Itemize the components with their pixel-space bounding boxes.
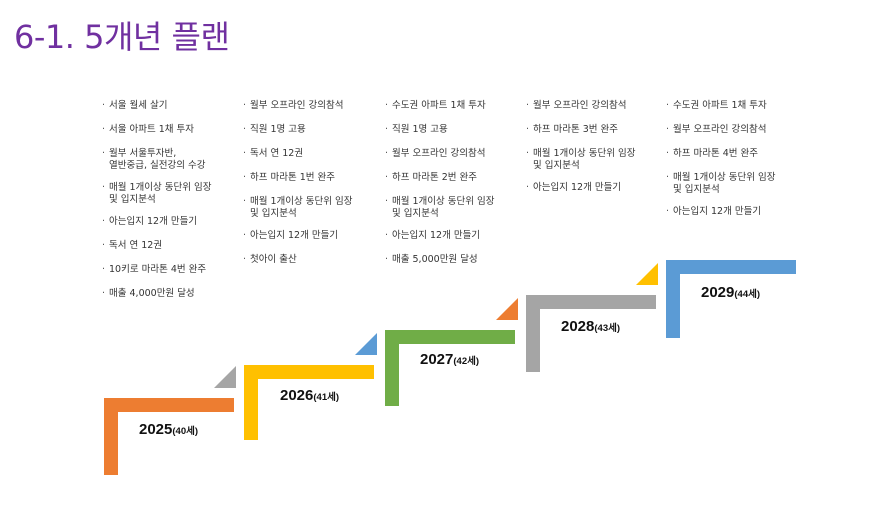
plan-item-line: 및 입지분석 [250, 208, 297, 219]
plan-item: 서울 아파트 1채 투자 [102, 124, 212, 136]
step-corner-triangle [636, 263, 658, 285]
plan-item-line: 매출 5,000만원 달성 [392, 254, 478, 265]
plan-item-line: 매출 4,000만원 달성 [109, 288, 195, 299]
plan-item-line: 서울 아파트 1채 투자 [109, 124, 195, 135]
plan-item-line: 아는입지 12개 만들기 [392, 230, 481, 241]
plan-item-line: 월부 오프라인 강의참석 [673, 124, 767, 135]
plan-item-line: 직원 1명 고용 [250, 124, 306, 135]
plan-item-line: 하프 마라톤 2번 완주 [392, 172, 478, 183]
plan-item: 하프 마라톤 1번 완주 [243, 172, 353, 184]
plan-item: 수도권 아파트 1채 투자 [666, 100, 776, 112]
plan-item: 하프 마라톤 3번 완주 [526, 124, 636, 136]
plan-item: 아는입지 12개 만들기 [385, 230, 495, 242]
plan-item: 월부 서울투자반,열반중급, 실전강의 수강 [102, 148, 212, 172]
plan-item-line: 하프 마라톤 4번 완주 [673, 148, 759, 159]
plan-item: 월부 오프라인 강의참석 [243, 100, 353, 112]
step-corner-triangle [355, 333, 377, 355]
stair-bar [104, 398, 234, 475]
plan-list-2025: 서울 월세 살기서울 아파트 1채 투자월부 서울투자반,열반중급, 실전강의 … [102, 100, 212, 312]
plan-item: 매월 1개이상 동단위 임장및 입지분석 [102, 182, 212, 206]
plan-item-line: 월부 오프라인 강의참석 [533, 100, 627, 111]
plan-item-line: 첫아이 출산 [250, 254, 297, 265]
plan-item-line: 매월 1개이상 동단위 임장 [109, 182, 212, 193]
plan-item: 아는입지 12개 만들기 [243, 230, 353, 242]
plan-item: 매월 1개이상 동단위 임장및 입지분석 [526, 148, 636, 172]
year-label-2029: 2029(44세) [701, 284, 761, 301]
year-label-2026: 2026(41세) [280, 387, 340, 404]
plan-list-2027: 수도권 아파트 1채 투자직원 1명 고용월부 오프라인 강의참석하프 마라톤 … [385, 100, 495, 278]
plan-list-2029: 수도권 아파트 1채 투자월부 오프라인 강의참석하프 마라톤 4번 완주매월 … [666, 100, 776, 230]
stair-bar [526, 295, 656, 372]
year-label-2025: 2025(40세) [139, 421, 199, 438]
stair-bar [385, 330, 515, 406]
plan-item: 아는입지 12개 만들기 [666, 206, 776, 218]
plan-item-line: 매월 1개이상 동단위 임장 [392, 196, 495, 207]
plan-item: 월부 오프라인 강의참석 [526, 100, 636, 112]
plan-item-line: 아는입지 12개 만들기 [109, 216, 198, 227]
plan-item-line: 직원 1명 고용 [392, 124, 448, 135]
plan-item: 직원 1명 고용 [385, 124, 495, 136]
plan-item: 하프 마라톤 2번 완주 [385, 172, 495, 184]
plan-item: 독서 연 12권 [243, 148, 353, 160]
plan-item-line: 매월 1개이상 동단위 임장 [673, 172, 776, 183]
plan-item-line: 월부 오프라인 강의참석 [392, 148, 486, 159]
page-title: 6-1. 5개년 플랜 [14, 18, 230, 56]
plan-item: 10키로 마라톤 4번 완주 [102, 264, 212, 276]
plan-item-line: 열반중급, 실전강의 수강 [109, 160, 206, 171]
plan-item-line: 하프 마라톤 1번 완주 [250, 172, 336, 183]
stair-step-2028 [526, 295, 656, 372]
plan-item-line: 아는입지 12개 만들기 [533, 182, 622, 193]
plan-item-line: 및 입지분석 [673, 184, 720, 195]
plan-item: 매출 5,000만원 달성 [385, 254, 495, 266]
plan-item: 서울 월세 살기 [102, 100, 212, 112]
plan-item-line: 수도권 아파트 1채 투자 [392, 100, 486, 111]
plan-list-2028: 월부 오프라인 강의참석하프 마라톤 3번 완주매월 1개이상 동단위 임장및 … [526, 100, 636, 206]
plan-list-2026: 월부 오프라인 강의참석직원 1명 고용독서 연 12권하프 마라톤 1번 완주… [243, 100, 353, 278]
year-label-2027: 2027(42세) [420, 351, 480, 368]
plan-item-line: 하프 마라톤 3번 완주 [533, 124, 619, 135]
plan-item: 매월 1개이상 동단위 임장및 입지분석 [243, 196, 353, 220]
plan-item: 매출 4,000만원 달성 [102, 288, 212, 300]
stair-step-2029 [666, 260, 796, 338]
plan-item-line: 10키로 마라톤 4번 완주 [109, 264, 207, 275]
plan-item: 하프 마라톤 4번 완주 [666, 148, 776, 160]
plan-item: 아는입지 12개 만들기 [102, 216, 212, 228]
plan-item: 수도권 아파트 1채 투자 [385, 100, 495, 112]
plan-item-line: 독서 연 12권 [109, 240, 163, 251]
plan-item: 매월 1개이상 동단위 임장및 입지분석 [385, 196, 495, 220]
plan-item-line: 및 입지분석 [392, 208, 439, 219]
step-corner-triangle [496, 298, 518, 320]
plan-item-line: 수도권 아파트 1채 투자 [673, 100, 767, 111]
plan-item: 첫아이 출산 [243, 254, 353, 266]
plan-item-line: 아는입지 12개 만들기 [673, 206, 762, 217]
plan-item-line: 매월 1개이상 동단위 임장 [533, 148, 636, 159]
plan-item: 월부 오프라인 강의참석 [666, 124, 776, 136]
stair-bar [666, 260, 796, 338]
plan-item: 매월 1개이상 동단위 임장및 입지분석 [666, 172, 776, 196]
plan-item: 독서 연 12권 [102, 240, 212, 252]
plan-item: 월부 오프라인 강의참석 [385, 148, 495, 160]
plan-item-line: 및 입지분석 [533, 160, 580, 171]
plan-item-line: 매월 1개이상 동단위 임장 [250, 196, 353, 207]
stair-step-2027 [385, 330, 515, 406]
plan-item-line: 월부 서울투자반, [109, 148, 177, 159]
stair-step-2026 [244, 365, 374, 440]
plan-item-line: 및 입지분석 [109, 194, 156, 205]
step-corner-triangle [214, 366, 236, 388]
plan-item-line: 서울 월세 살기 [109, 100, 168, 111]
plan-item-line: 아는입지 12개 만들기 [250, 230, 339, 241]
plan-item: 직원 1명 고용 [243, 124, 353, 136]
plan-item-line: 월부 오프라인 강의참석 [250, 100, 344, 111]
year-label-2028: 2028(43세) [561, 318, 621, 335]
stair-bar [244, 365, 374, 440]
plan-item-line: 독서 연 12권 [250, 148, 304, 159]
plan-item: 아는입지 12개 만들기 [526, 182, 636, 194]
stair-step-2025 [104, 398, 234, 475]
